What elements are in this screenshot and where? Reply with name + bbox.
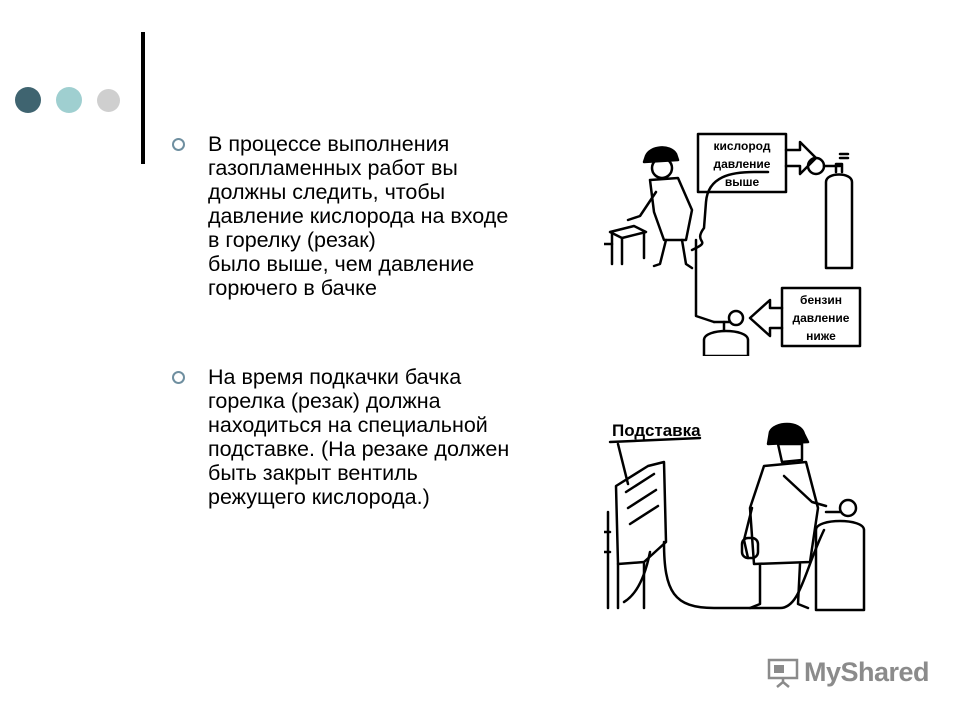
fuel-label-box: [780, 286, 862, 348]
brand-name: MyShared: [804, 657, 930, 687]
oxygen-label-box: [696, 132, 788, 194]
stand-label-underline: [608, 436, 702, 444]
fuel-label-line: ниже: [806, 329, 836, 343]
bullet-list: В процессе выполнения газопламенных рабо…: [172, 132, 592, 509]
oxygen-label-line: кислород: [714, 139, 771, 153]
fuel-hose: [694, 238, 716, 324]
decor-dot-teal: [56, 87, 82, 113]
fuel-tank: [814, 498, 866, 612]
worker-figure: [740, 422, 828, 610]
oxygen-hose: [690, 170, 770, 252]
arrow-left-icon: [748, 298, 784, 338]
presentation-board-icon: [767, 658, 799, 688]
stand-with-torch: [604, 460, 668, 610]
hose: [622, 550, 652, 604]
bullet-text: В процессе выполнения газопламенных рабо…: [208, 132, 509, 300]
stand-label: Подставка: [612, 421, 701, 440]
pressure-illustration: кислород давление выше бензин давление н…: [604, 132, 862, 356]
hose: [662, 528, 826, 610]
decor-dot-dark: [15, 87, 41, 113]
bullet-text: На время подкачки бачка горелка (резак) …: [208, 365, 510, 509]
fuel-tank: [702, 309, 750, 356]
decor-dot-gray: [97, 89, 120, 112]
bullet-ring-icon: [172, 138, 185, 151]
myshared-logo: MyShared: [766, 652, 936, 694]
fuel-label-line: бензин: [800, 293, 842, 307]
decor-vertical-line: [141, 32, 145, 164]
oxygen-label-line: выше: [725, 175, 760, 189]
stand-illustration: Подставка: [604, 421, 866, 612]
fuel-label-line: давление: [793, 311, 850, 325]
torch-stand: [604, 224, 648, 266]
bullet-item: На время подкачки бачка горелка (резак) …: [172, 365, 592, 509]
oxygen-label-line: давление: [714, 157, 771, 171]
oxygen-cylinder: [806, 152, 854, 270]
worker-figure: [626, 146, 694, 270]
bullet-ring-icon: [172, 371, 185, 384]
stand-pointer-line: [616, 442, 630, 486]
bullet-item: В процессе выполнения газопламенных рабо…: [172, 132, 592, 300]
